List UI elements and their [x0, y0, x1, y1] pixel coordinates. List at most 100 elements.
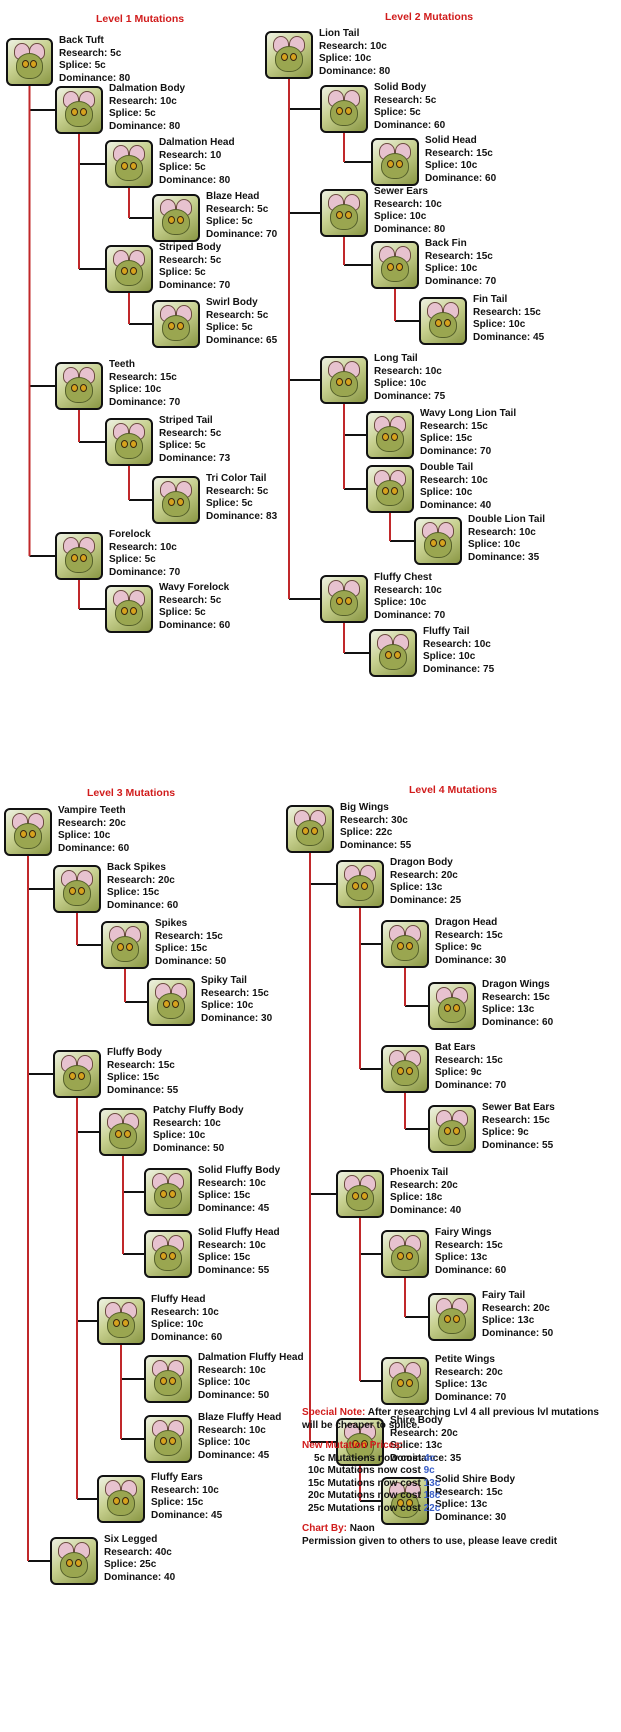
mutation-name: Dalmation Head [159, 137, 235, 148]
mutation-dominance: Dominance: 83 [206, 510, 278, 522]
mutation-name: Swirl Body [206, 297, 258, 308]
mutation-research: Research: 10 [159, 149, 222, 161]
mutation-splice: Splice: 13c [435, 1252, 488, 1263]
neopet-wavy-forelock-icon [105, 585, 153, 633]
neopet-fluffy-head-icon [97, 1297, 145, 1345]
mutation-splice: Splice: 10c [468, 539, 521, 550]
mutation-name: Solid Fluffy Head [198, 1227, 280, 1238]
price-new: 4c [424, 1452, 436, 1464]
mutation-research: Research: 10c [319, 40, 387, 52]
mutation-name: Solid Shire Body [435, 1474, 516, 1485]
neopet-dragon-head-icon [381, 920, 429, 968]
neopet-sewer-ears-icon [320, 189, 368, 237]
mutation-research: Research: 20c [390, 869, 458, 881]
mutation-name: Back Fin [425, 238, 467, 249]
mutation-research: Research: 10c [109, 541, 177, 553]
permission-text: Permission given to others to use, pleas… [302, 1535, 558, 1547]
credit-block: Chart By: Naon Permission given to other… [302, 1523, 602, 1548]
mutation-splice: Splice: 5c [109, 554, 156, 565]
mutation-dominance: Dominance: 75 [374, 390, 446, 402]
neopet-spiky-tail-icon [147, 978, 195, 1026]
mutation-dominance: Dominance: 70 [159, 279, 231, 291]
mutation-research: Research: 10c [198, 1239, 266, 1251]
mutation-dominance: Dominance: 60 [435, 1264, 507, 1276]
mutation-dominance: Dominance: 60 [374, 119, 446, 131]
mutation-name: Fluffy Body [107, 1047, 162, 1058]
mutation-dominance: Dominance: 80 [59, 72, 131, 84]
mutation-research: Research: 10c [151, 1306, 219, 1318]
price-old: 5c Mutations now cost [314, 1452, 425, 1464]
neopet-blaze-fluffy-head-icon [144, 1415, 192, 1463]
mutation-research: Research: 20c [435, 1366, 503, 1378]
mutation-splice: Splice: 5c [59, 60, 106, 71]
mutation-name: Double Tail [420, 462, 474, 473]
neopet-back-fin-icon [371, 241, 419, 289]
mutation-name: Fairy Wings [435, 1227, 492, 1238]
neopet-fluffy-body-icon [53, 1050, 101, 1098]
mutation-research: Research: 15c [482, 991, 550, 1003]
mutation-research: Research: 5c [159, 594, 222, 606]
neopet-back-tuft-icon [6, 38, 53, 86]
mutation-research: Research: 5c [159, 254, 222, 266]
neopet-vampire-teeth-icon [4, 808, 52, 856]
neopet-dalmation-fluffy-head-icon [144, 1355, 192, 1403]
neopet-solid-shire-body-icon [381, 1477, 429, 1525]
mutation-splice: Splice: 15c [107, 1072, 160, 1083]
neopet-dalmation-body-icon [55, 86, 103, 134]
mutation-research: Research: 5c [59, 47, 122, 59]
mutation-dominance: Dominance: 80 [374, 223, 446, 235]
mutation-name: Spikes [155, 918, 188, 929]
price-old: 25c Mutations now cost [308, 1502, 424, 1514]
mutation-dominance: Dominance: 45 [198, 1202, 270, 1214]
level-3-title: Level 3 Mutations [87, 787, 176, 799]
mutation-name: Back Tuft [59, 35, 104, 46]
mutation-dominance: Dominance: 40 [104, 1571, 176, 1583]
neopet-long-tail-icon [320, 356, 368, 404]
mutation-research: Research: 15c [435, 1239, 503, 1251]
price-new: 9c [423, 1465, 435, 1476]
mutation-research: Research: 5c [206, 309, 269, 321]
mutation-splice: Splice: 5c [109, 108, 156, 119]
special-note: Special Note: After researching Lvl 4 al… [302, 1407, 602, 1432]
mutation-splice: Splice: 10c [374, 211, 427, 222]
mutation-research: Research: 10c [198, 1364, 266, 1376]
mutation-dominance: Dominance: 80 [319, 65, 391, 77]
mutation-name: Fluffy Chest [374, 572, 432, 583]
mutation-splice: Splice: 15c [155, 943, 208, 954]
mutation-name: Fin Tail [473, 294, 508, 305]
neopet-fairy-wings-icon [381, 1230, 429, 1278]
neopet-bat-ears-icon [381, 1045, 429, 1093]
mutation-research: Research: 15c [425, 250, 493, 262]
mutation-splice: Splice: 10c [423, 651, 476, 662]
mutation-name: Lion Tail [319, 28, 360, 39]
mutation-dominance: Dominance: 50 [155, 955, 227, 967]
chart-by-label: Chart By: [302, 1523, 348, 1534]
mutation-dominance: Dominance: 75 [423, 663, 495, 675]
mutation-research: Research: 5c [159, 427, 222, 439]
mutation-name: Spiky Tail [201, 975, 247, 986]
mutation-name: Dalmation Fluffy Head [198, 1352, 304, 1363]
mutation-dominance: Dominance: 65 [206, 334, 278, 346]
mutation-splice: Splice: 25c [104, 1559, 157, 1570]
mutation-splice: Splice: 5c [206, 498, 253, 509]
mutation-splice: Splice: 10c [420, 487, 473, 498]
neopet-striped-body-icon [105, 245, 153, 293]
mutation-splice: Splice: 10c [58, 830, 111, 841]
neopet-fin-tail-icon [419, 297, 467, 345]
price-old: 20c Mutations now cost [308, 1490, 424, 1501]
mutation-splice: Splice: 5c [159, 267, 206, 278]
mutation-splice: Splice: 5c [206, 322, 253, 333]
mutation-dominance: Dominance: 40 [420, 499, 492, 511]
